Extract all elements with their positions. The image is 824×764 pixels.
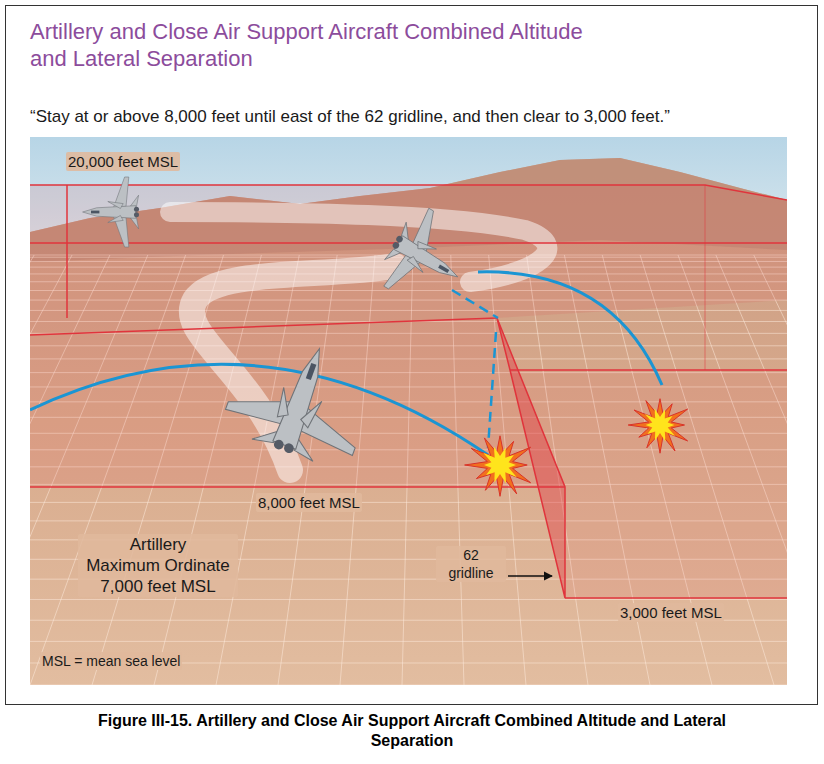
aircraft — [219, 326, 383, 474]
altitude-label: 8,000 feet MSL — [256, 493, 362, 512]
ordinate-label: Artillery Maximum Ordinate 7,000 feet MS… — [78, 534, 238, 597]
airspace-outlines — [30, 185, 787, 598]
aircraft — [372, 202, 480, 316]
figure-caption: Figure III-15. Artillery and Close Air S… — [12, 711, 812, 751]
contrails — [170, 212, 547, 470]
altitude-label: 3,000 feet MSL — [618, 603, 724, 622]
artillery-trajectories — [30, 272, 662, 455]
aircraft — [83, 177, 139, 247]
altitude-label: 20,000 feet MSL — [66, 152, 180, 171]
weapon-release-path — [452, 290, 498, 448]
explosion-burst — [465, 436, 531, 497]
desert-ground — [30, 158, 787, 685]
illustration-group — [30, 137, 787, 685]
abbreviation-note: MSL = mean sea level — [40, 652, 182, 670]
leader-arrow — [508, 575, 552, 576]
instruction-quote: “Stay at or above 8,000 feet until east … — [30, 106, 670, 127]
gridline-label: 62 gridline — [436, 546, 506, 582]
figure-frame — [6, 6, 818, 705]
figure-title: Artillery and Close Air Support Aircraft… — [30, 18, 583, 72]
explosion-burst — [628, 399, 687, 454]
